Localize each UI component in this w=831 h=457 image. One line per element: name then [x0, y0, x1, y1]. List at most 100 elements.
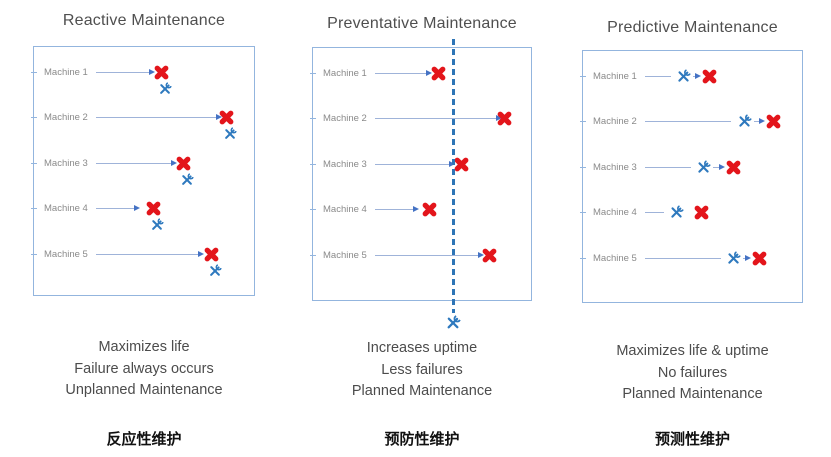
machine-label: Machine 1	[44, 67, 88, 78]
timeline-arrow-head	[134, 205, 140, 211]
mini-arrow-head	[745, 255, 751, 261]
caption-line: Maximizes life & uptime	[616, 343, 769, 359]
timeline-arrow-head	[426, 70, 432, 76]
mini-arrow-line	[713, 167, 719, 168]
tools-icon	[728, 251, 741, 264]
failure-marker	[153, 64, 170, 86]
panel-label-chinese: 预测性维护	[654, 431, 730, 448]
machine-label: Machine 2	[593, 116, 637, 127]
row-tick	[580, 167, 586, 168]
timeline-arrow-line	[96, 254, 198, 255]
maintenance-tools-marker	[736, 113, 753, 135]
machine-label: Machine 5	[44, 249, 88, 260]
mini-arrow-line	[754, 121, 759, 122]
row-tick	[31, 72, 37, 73]
machine-timeline-box: Machine 1 Machine 2 Machine 3 Machine 4 …	[580, 50, 803, 303]
mini-arrow-head	[695, 73, 701, 79]
timeline-arrow-head	[216, 114, 222, 120]
panel-title: Reactive Maintenance	[62, 12, 226, 29]
failure-x-icon	[204, 247, 219, 262]
caption-line: Failure always occurs	[74, 360, 214, 377]
panel-title: Preventative Maintenance	[327, 15, 517, 32]
panel-caption: Maximizes life Failure always occurs Unp…	[33, 337, 255, 402]
maintenance-tools-marker	[675, 68, 692, 90]
caption-line: No failures	[657, 364, 728, 381]
timeline-arrow-line	[375, 209, 413, 210]
failure-marker	[481, 247, 498, 269]
row-tick	[580, 121, 586, 122]
machine-row: Machine 4	[310, 198, 531, 223]
maintenance-tools-marker	[222, 126, 238, 147]
timeline-arrow-head	[171, 160, 177, 166]
timeline-arrow-line	[375, 255, 478, 256]
maintenance-tools-marker	[695, 159, 712, 181]
failure-marker	[203, 246, 220, 268]
row-tick	[31, 163, 37, 164]
timeline-arrow-line	[96, 163, 171, 164]
machine-timeline-box: Machine 1 Machine 2 Machine 3 Machine 4 …	[31, 46, 255, 296]
row-tick	[310, 118, 316, 119]
failure-marker	[218, 109, 235, 131]
machine-row: Machine 3	[580, 156, 802, 181]
timeline-arrow-head	[413, 206, 419, 212]
failure-x-icon	[497, 111, 512, 126]
row-tick	[580, 258, 586, 259]
machine-label: Machine 4	[44, 203, 88, 214]
failure-x-icon	[422, 202, 437, 217]
row-tick	[580, 76, 586, 77]
tools-icon	[152, 218, 164, 230]
failure-marker	[421, 201, 438, 223]
machine-row: Machine 2	[310, 107, 531, 132]
timeline-arrow-line	[645, 258, 721, 259]
timeline-arrow-head	[198, 251, 204, 257]
mini-arrow-head	[719, 164, 725, 170]
tools-icon	[447, 315, 461, 329]
failure-x-icon	[694, 205, 709, 220]
caption-line: Unplanned Maintenance	[65, 382, 223, 398]
maintenance-tools-marker	[668, 204, 685, 226]
machine-label: Machine 4	[593, 207, 637, 218]
machine-row: Machine 3	[310, 153, 531, 177]
machine-row: Machine 1	[31, 61, 254, 94]
tools-icon	[678, 69, 691, 82]
panel-title: Predictive Maintenance	[607, 19, 778, 36]
caption-line: Planned Maintenance	[622, 386, 763, 402]
timeline-arrow-line	[375, 73, 426, 74]
machine-row: Machine 2	[580, 110, 802, 135]
tools-icon	[160, 82, 172, 94]
timeline-arrow-line	[96, 117, 216, 118]
tools-icon	[210, 264, 222, 276]
maintenance-tools-marker	[725, 250, 742, 272]
failure-x-icon	[752, 251, 767, 266]
machine-label: Machine 2	[323, 113, 367, 124]
row-tick	[310, 164, 316, 165]
failure-marker	[496, 110, 513, 132]
machine-row: Machine 5	[310, 244, 531, 269]
machine-label: Machine 1	[323, 68, 367, 79]
row-tick	[580, 212, 586, 213]
panel-caption: Increases uptime Less failures Planned M…	[312, 338, 532, 403]
mini-arrow-line	[743, 258, 745, 259]
failure-marker	[175, 155, 192, 177]
machine-label: Machine 1	[593, 71, 637, 82]
timeline-arrow-line	[96, 208, 134, 209]
panel-label-chinese: 反应性维护	[106, 431, 182, 448]
tools-icon	[671, 205, 684, 218]
panel-label-chinese: 预防性维护	[384, 431, 460, 448]
machine-row: Machine 1	[580, 65, 802, 90]
caption-line: Increases uptime	[366, 340, 478, 356]
maintenance-tools-marker	[149, 217, 165, 238]
row-tick	[31, 117, 37, 118]
timeline-arrow-line	[375, 118, 496, 119]
failure-x-icon	[431, 66, 446, 81]
failure-x-icon	[766, 114, 781, 129]
machine-label: Machine 4	[323, 204, 367, 215]
machine-row: Machine 1	[310, 62, 531, 86]
machine-row: Machine 5	[31, 243, 254, 276]
machine-label: Machine 5	[593, 253, 637, 264]
failure-x-icon	[702, 69, 717, 84]
caption-line: Maximizes life	[98, 339, 190, 355]
tools-icon	[182, 173, 194, 185]
row-tick	[310, 209, 316, 210]
failure-x-icon	[176, 156, 191, 171]
